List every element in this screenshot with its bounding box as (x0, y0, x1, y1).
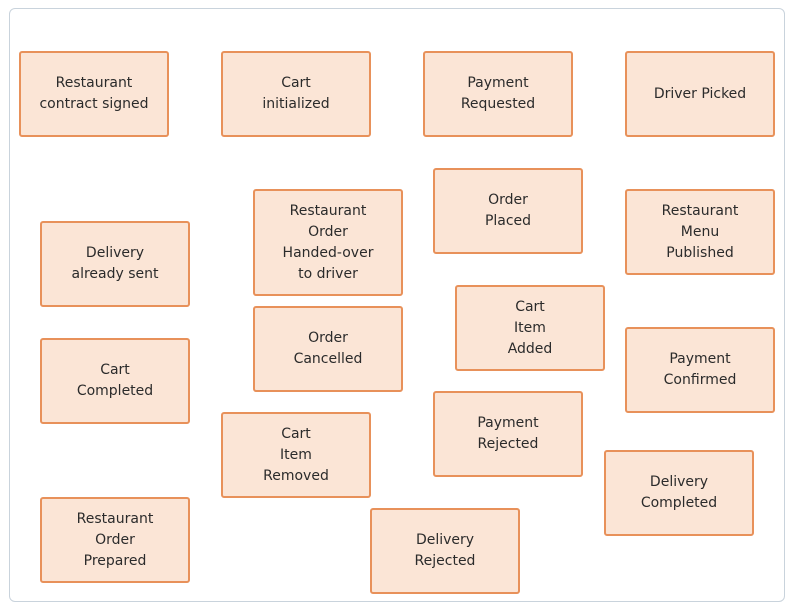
sticky-note-cart-item-added[interactable]: Cart Item Added (455, 285, 605, 371)
sticky-note-restaurant-order-handed-over[interactable]: Restaurant Order Handed-over to driver (253, 189, 403, 296)
sticky-note-order-placed[interactable]: Order Placed (433, 168, 583, 254)
sticky-note-cart-completed[interactable]: Cart Completed (40, 338, 190, 424)
sticky-note-cart-initialized[interactable]: Cart initialized (221, 51, 371, 137)
sticky-note-payment-confirmed[interactable]: Payment Confirmed (625, 327, 775, 413)
sticky-note-order-cancelled[interactable]: Order Cancelled (253, 306, 403, 392)
sticky-note-driver-picked[interactable]: Driver Picked (625, 51, 775, 137)
sticky-note-payment-requested[interactable]: Payment Requested (423, 51, 573, 137)
sticky-note-delivery-already-sent[interactable]: Delivery already sent (40, 221, 190, 307)
sticky-note-delivery-rejected[interactable]: Delivery Rejected (370, 508, 520, 594)
sticky-note-delivery-completed[interactable]: Delivery Completed (604, 450, 754, 536)
sticky-note-cart-item-removed[interactable]: Cart Item Removed (221, 412, 371, 498)
sticky-note-restaurant-menu-published[interactable]: Restaurant Menu Published (625, 189, 775, 275)
sticky-note-restaurant-order-prepared[interactable]: Restaurant Order Prepared (40, 497, 190, 583)
sticky-note-payment-rejected[interactable]: Payment Rejected (433, 391, 583, 477)
sticky-note-restaurant-contract-signed[interactable]: Restaurant contract signed (19, 51, 169, 137)
